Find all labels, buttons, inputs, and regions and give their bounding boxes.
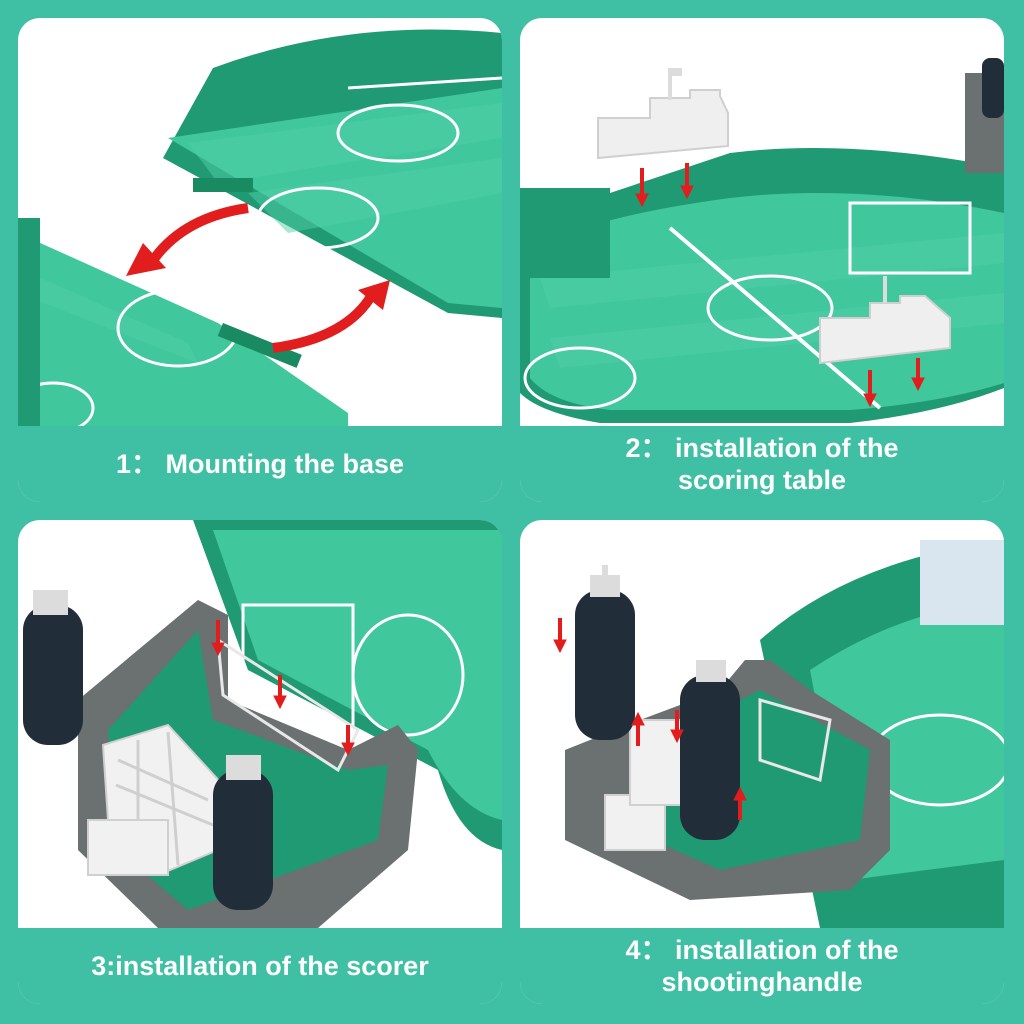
step-4-caption: 4： installation of the shootinghandle [520,928,1004,1004]
step-1-photo [18,29,502,426]
step-3-caption: 3:installation of the scorer [18,928,502,1004]
step-3-photo [23,520,502,928]
scoring-table-top [597,68,729,160]
step-3-panel: 3:installation of the scorer [18,520,502,1004]
step-4-photo [553,540,1004,928]
step-2-photo [520,58,1004,423]
field-half-top [163,29,502,319]
step-1-caption: 1： Mounting the base [18,426,502,502]
step-2-caption: 2： installation of the scoring table [520,426,1004,502]
scorer-cage [87,723,225,877]
red-down-arrows [635,163,925,408]
scoring-table-bottom [819,276,951,365]
field-half-bottom [18,218,348,426]
shooting-handle-right [213,755,273,910]
red-curved-arrow-right [272,290,378,353]
shooting-handle-right [680,660,740,840]
red-arrows [553,618,747,820]
field-section [193,520,502,850]
step-1-panel: 1： Mounting the base [18,18,502,502]
red-curved-arrow-left [143,203,249,271]
assembled-field [520,148,1004,423]
shooting-handle-left [23,590,83,745]
red-down-arrows [211,620,355,757]
shooting-handle-left [575,565,635,740]
step-2-panel: 2： installation of the scoring table [520,18,1004,502]
step-4-panel: 4： installation of the shootinghandle [520,520,1004,1004]
